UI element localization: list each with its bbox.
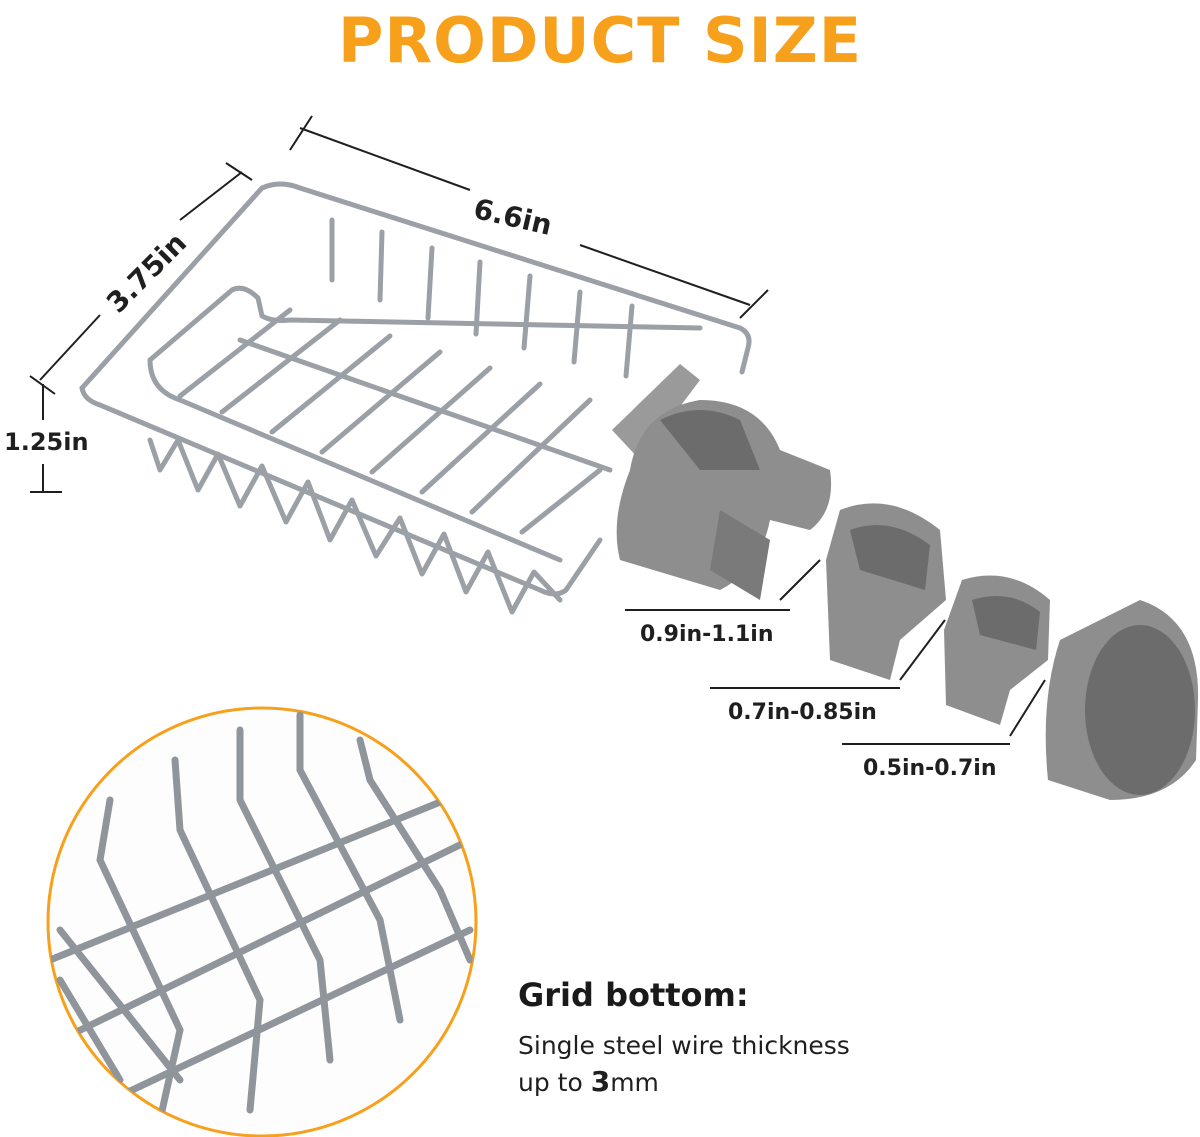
grid-bottom-description: Single steel wire thickness up to 3mm	[518, 1028, 918, 1101]
grid-description-line-2: up to 3mm	[518, 1064, 918, 1101]
faucet-holder	[612, 364, 832, 600]
wire-thickness-unit: mm	[610, 1068, 659, 1097]
adapter-small-size-label: 0.5in-0.7in	[863, 756, 997, 781]
adapter-small	[1045, 600, 1199, 800]
page-title: PRODUCT SIZE	[337, 4, 863, 77]
wire-basket	[79, 181, 752, 615]
adapter-large-size-label: 0.9in-1.1in	[640, 622, 774, 647]
grid-bottom-heading: Grid bottom:	[518, 976, 749, 1014]
grid-description-line-1: Single steel wire thickness	[518, 1031, 850, 1060]
adapter-medium	[944, 575, 1050, 725]
dimension-lines	[29, 115, 1046, 745]
grid-line-2-prefix: up to	[518, 1068, 591, 1097]
adapter-large	[826, 503, 946, 680]
adapter-medium-size-label: 0.7in-0.85in	[728, 700, 877, 725]
height-dimension-label: 1.25in	[4, 428, 89, 456]
grid-detail-callout	[46, 706, 478, 1137]
wire-thickness-value: 3	[590, 1065, 611, 1098]
